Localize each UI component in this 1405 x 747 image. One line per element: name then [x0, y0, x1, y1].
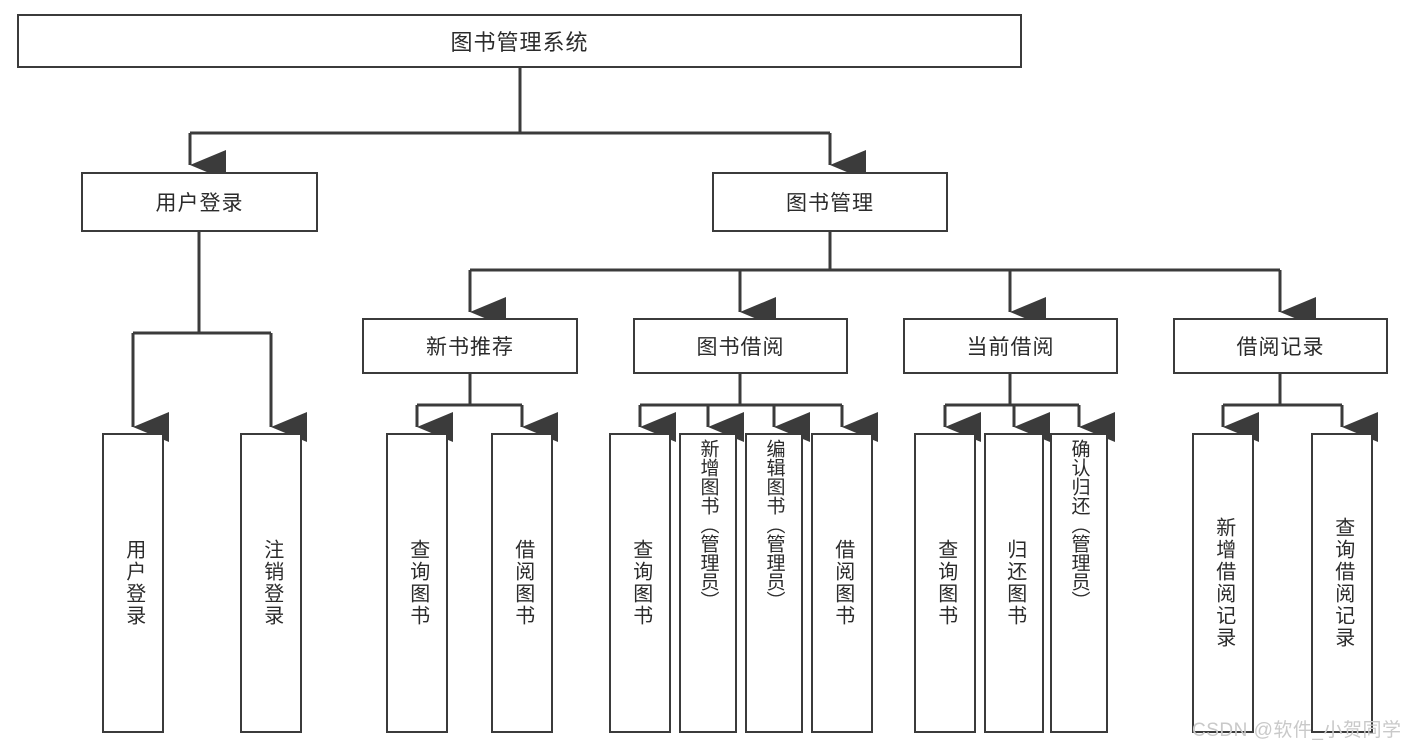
- node-borrow-record[interactable]: 借阅记录: [1173, 318, 1388, 374]
- node-current-borrow-label: 当前借阅: [966, 336, 1055, 359]
- leaf-borrow-book-2-label: 借阅图书: [831, 539, 854, 627]
- leaf-query-book-2[interactable]: 查询图书: [609, 433, 671, 733]
- leaf-query-borrow-record-label: 查询借阅记录: [1331, 517, 1354, 649]
- node-book-borrow[interactable]: 图书借阅: [633, 318, 848, 374]
- leaf-borrow-book-1-label: 借阅图书: [511, 539, 534, 627]
- node-user-login-label: 用户登录: [155, 192, 244, 215]
- node-book-borrow-label: 图书借阅: [696, 336, 785, 359]
- leaf-user-login[interactable]: 用户登录: [102, 433, 164, 733]
- leaf-user-login-label: 用户登录: [122, 539, 145, 627]
- leaf-borrow-book-1[interactable]: 借阅图书: [491, 433, 553, 733]
- leaf-query-book-3-label: 查询图书: [934, 539, 957, 627]
- leaf-edit-book-label: 编辑图书（管理员）: [763, 439, 785, 610]
- node-current-borrow[interactable]: 当前借阅: [903, 318, 1118, 374]
- leaf-query-book-2-label: 查询图书: [629, 539, 652, 627]
- leaf-query-book-1-label: 查询图书: [406, 539, 429, 627]
- leaf-confirm-return[interactable]: 确认归还（管理员）: [1050, 433, 1108, 733]
- leaf-add-book[interactable]: 新增图书（管理员）: [679, 433, 737, 733]
- leaf-query-borrow-record[interactable]: 查询借阅记录: [1311, 433, 1373, 733]
- node-user-login[interactable]: 用户登录: [81, 172, 318, 232]
- node-new-book-recommend-label: 新书推荐: [426, 336, 514, 359]
- node-book-management[interactable]: 图书管理: [712, 172, 948, 232]
- leaf-return-book-label: 归还图书: [1003, 539, 1026, 627]
- leaf-add-borrow-record[interactable]: 新增借阅记录: [1192, 433, 1254, 733]
- node-book-management-label: 图书管理: [786, 192, 874, 215]
- node-new-book-recommend[interactable]: 新书推荐: [362, 318, 578, 374]
- leaf-edit-book[interactable]: 编辑图书（管理员）: [745, 433, 803, 733]
- leaf-logout[interactable]: 注销登录: [240, 433, 302, 733]
- leaf-return-book[interactable]: 归还图书: [984, 433, 1044, 733]
- leaf-confirm-return-label: 确认归还（管理员）: [1068, 439, 1090, 610]
- leaf-query-book-1[interactable]: 查询图书: [386, 433, 448, 733]
- node-root[interactable]: 图书管理系统: [17, 14, 1022, 68]
- node-borrow-record-label: 借阅记录: [1236, 336, 1325, 359]
- leaf-query-book-3[interactable]: 查询图书: [914, 433, 976, 733]
- watermark-text: CSDN @软件_小贺同学: [1192, 720, 1402, 741]
- node-root-label: 图书管理系统: [450, 30, 589, 55]
- leaf-logout-label: 注销登录: [260, 539, 283, 627]
- leaf-borrow-book-2[interactable]: 借阅图书: [811, 433, 873, 733]
- leaf-add-borrow-record-label: 新增借阅记录: [1212, 517, 1235, 649]
- leaf-add-book-label: 新增图书（管理员）: [697, 439, 719, 610]
